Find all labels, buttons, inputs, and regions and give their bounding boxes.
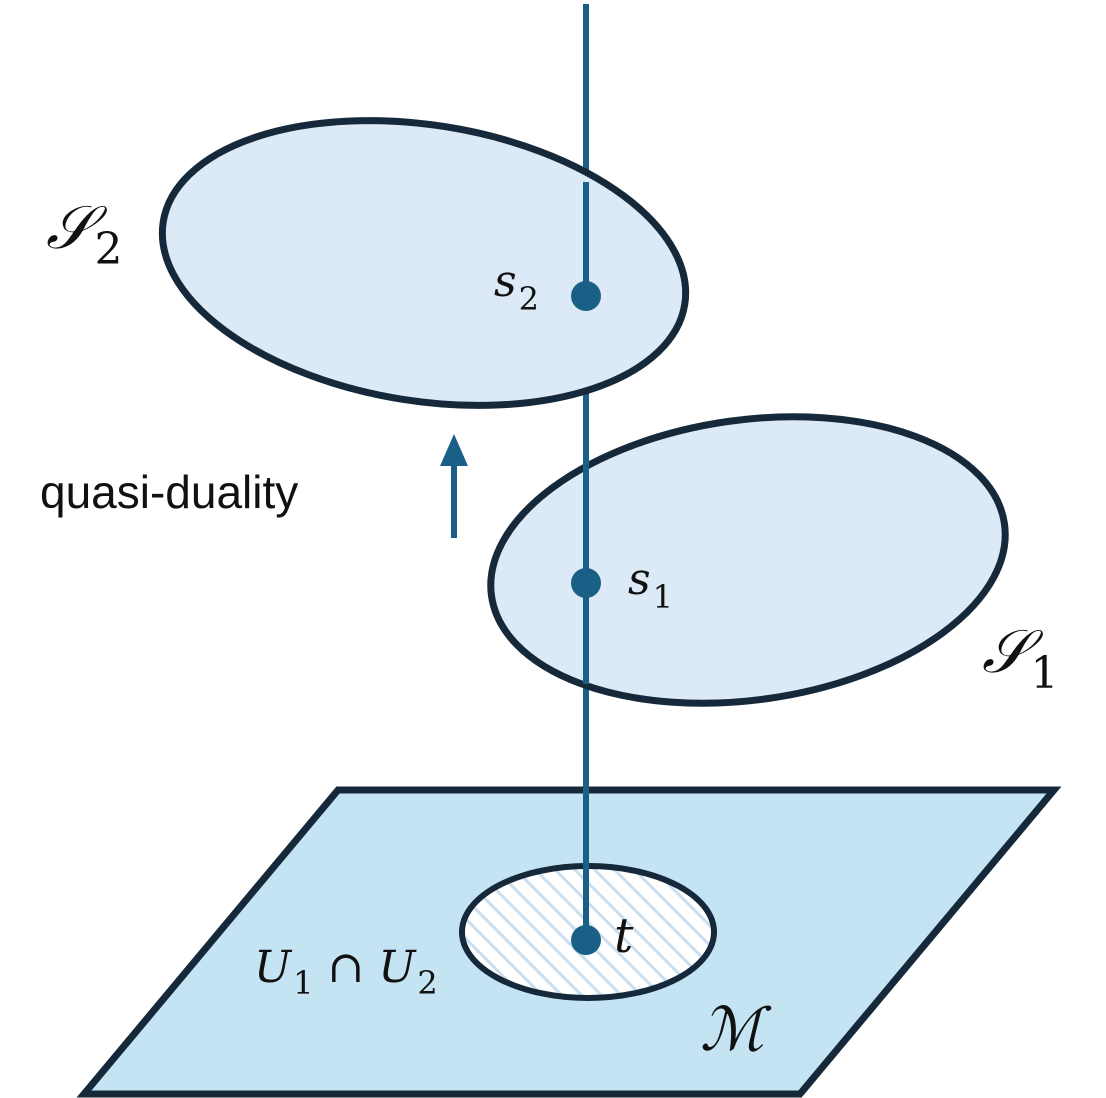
- s2-space-label: 𝒮2: [46, 193, 122, 275]
- s2-point-label: s2: [494, 256, 539, 318]
- s2-space-ellipse: [158, 117, 690, 409]
- s1-point-label: s1: [628, 554, 673, 616]
- s1-point-dot: [571, 568, 601, 598]
- up-arrow-icon: [440, 434, 468, 466]
- t-point-dot: [571, 925, 601, 955]
- intersection-label: U1∩U2: [254, 942, 438, 1002]
- t-point-label: t: [614, 908, 634, 964]
- manifold-label: ℳ: [700, 995, 772, 1065]
- s1-space-ellipse: [487, 413, 1009, 707]
- quasi-duality-label: quasi-duality: [40, 466, 298, 518]
- s2-point-dot: [571, 281, 601, 311]
- s1-space-label: 𝒮1: [982, 617, 1058, 699]
